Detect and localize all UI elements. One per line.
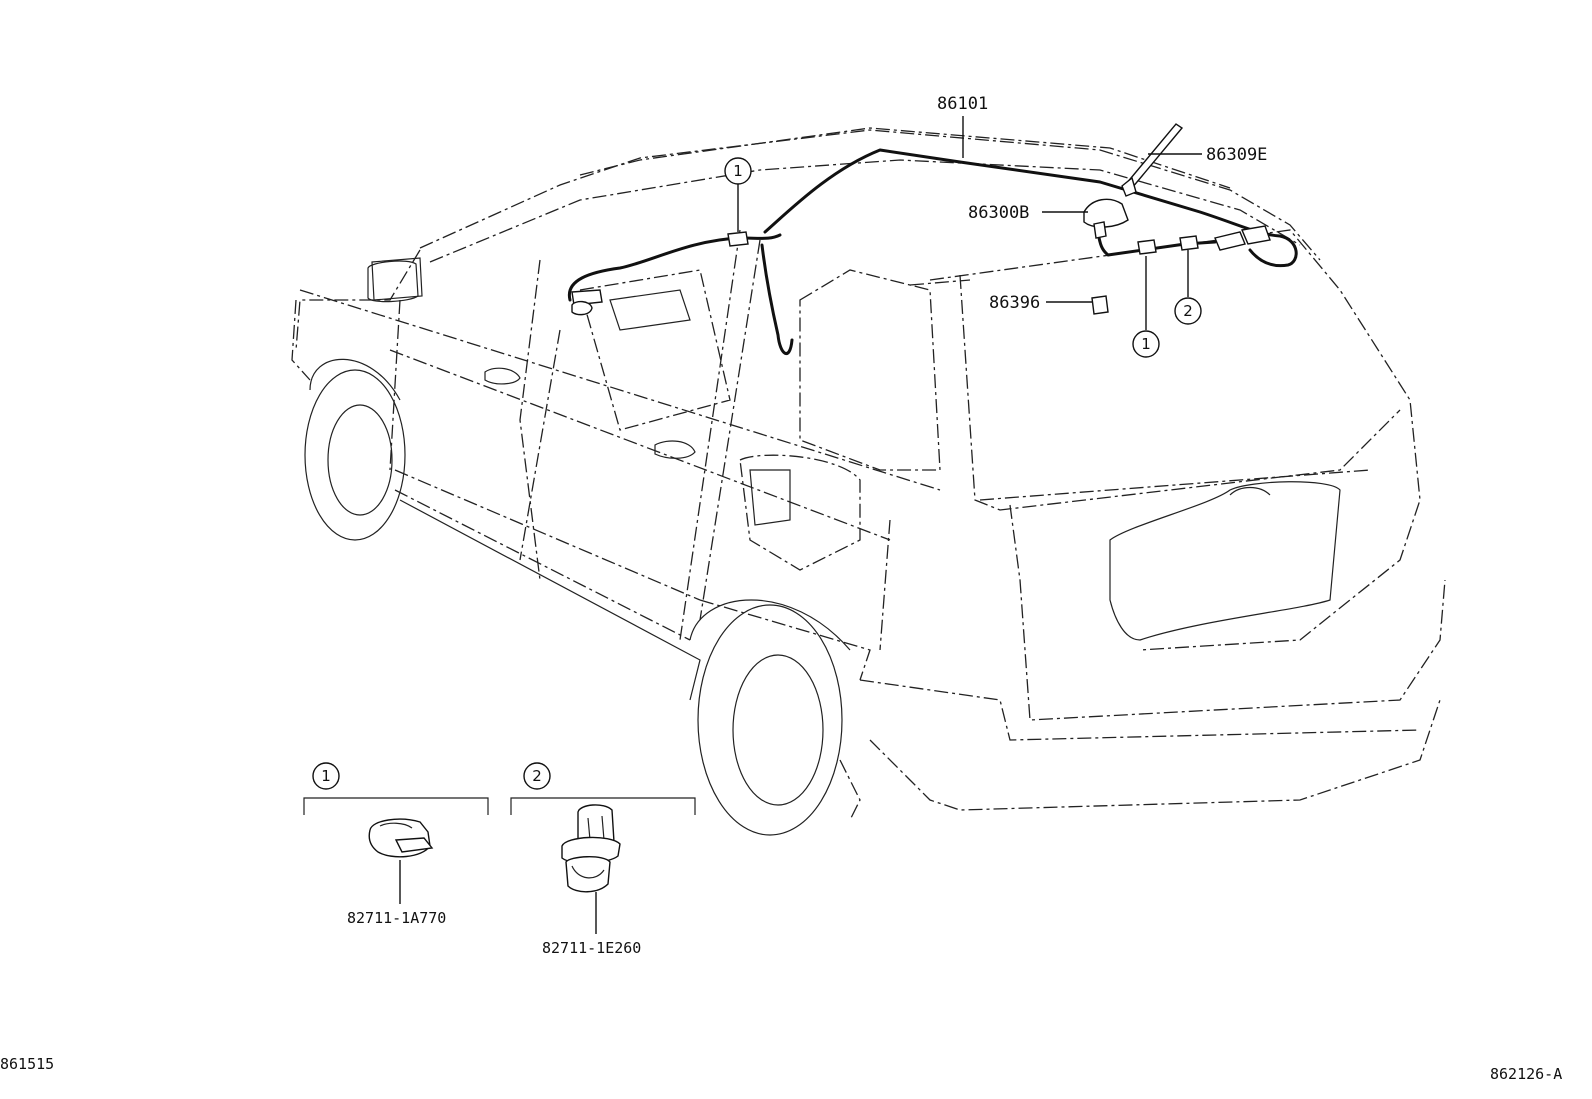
label-86396: 86396 [989, 293, 1040, 313]
leader-lines [737, 116, 1202, 330]
footer-left-code: 861515 [0, 1055, 54, 1073]
label-82711-1a770: 82711-1A770 [347, 909, 446, 927]
svg-text:2: 2 [1183, 302, 1193, 320]
svg-text:1: 1 [321, 767, 331, 785]
label-82711-1e260: 82711-1E260 [542, 939, 641, 957]
detail-box-2: 2 82711-1E260 [510, 762, 696, 957]
part-labels: 86101 86309E 86300B 86396 [937, 94, 1267, 313]
callout-rear-2: 2 [1174, 297, 1202, 325]
detail-box-1: 1 82711-1A770 [303, 762, 489, 927]
footer-right-code: 862126-A [1490, 1065, 1562, 1083]
svg-text:2: 2 [532, 767, 542, 785]
label-86101: 86101 [937, 94, 988, 114]
antenna-assembly [1083, 123, 1184, 315]
callout-rear-1: 1 [1132, 330, 1160, 358]
callout-top-1: 1 [724, 157, 752, 185]
label-86300b: 86300B [968, 203, 1029, 223]
vehicle-outline [291, 127, 1446, 836]
svg-text:1: 1 [1141, 335, 1151, 353]
label-86309e: 86309E [1206, 145, 1267, 165]
svg-text:1: 1 [733, 162, 743, 180]
